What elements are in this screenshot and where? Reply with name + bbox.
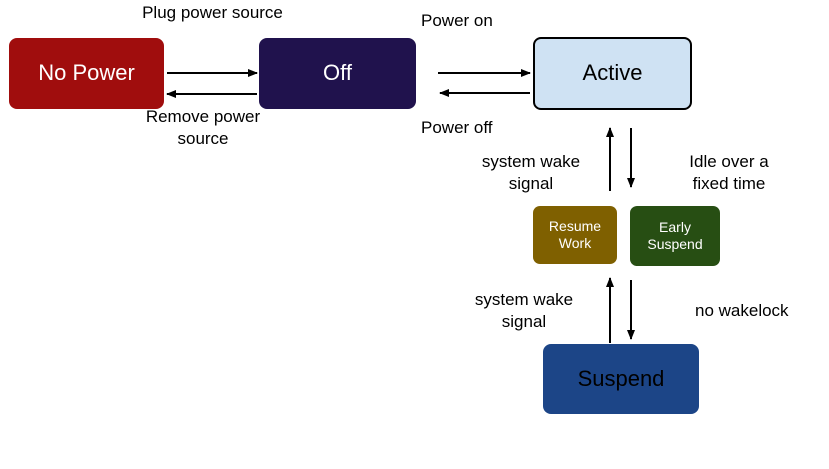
state-resume-work: Resume Work (533, 206, 617, 264)
state-suspend: Suspend (543, 344, 699, 414)
label-system-wake-lower: system wake signal (474, 290, 574, 331)
state-no-power-label: No Power (38, 60, 135, 86)
state-off-label: Off (323, 60, 352, 86)
label-power-on: Power on (421, 11, 493, 30)
label-power-off: Power off (421, 118, 493, 137)
state-active-label: Active (582, 60, 643, 86)
state-off: Off (259, 38, 416, 109)
state-early-suspend-label: Early Suspend (647, 219, 703, 252)
state-resume-work-label: Resume Work (548, 218, 602, 251)
state-no-power: No Power (9, 38, 164, 109)
label-system-wake-upper: system wake signal (481, 152, 581, 193)
state-early-suspend: Early Suspend (630, 206, 720, 266)
label-remove-power: Remove power source (145, 107, 261, 148)
state-active: Active (533, 37, 692, 110)
label-idle: Idle over a fixed time (689, 152, 769, 193)
label-no-wakelock: no wakelock (695, 301, 789, 320)
state-suspend-label: Suspend (577, 365, 665, 391)
label-plug-power: Plug power source (142, 3, 283, 22)
